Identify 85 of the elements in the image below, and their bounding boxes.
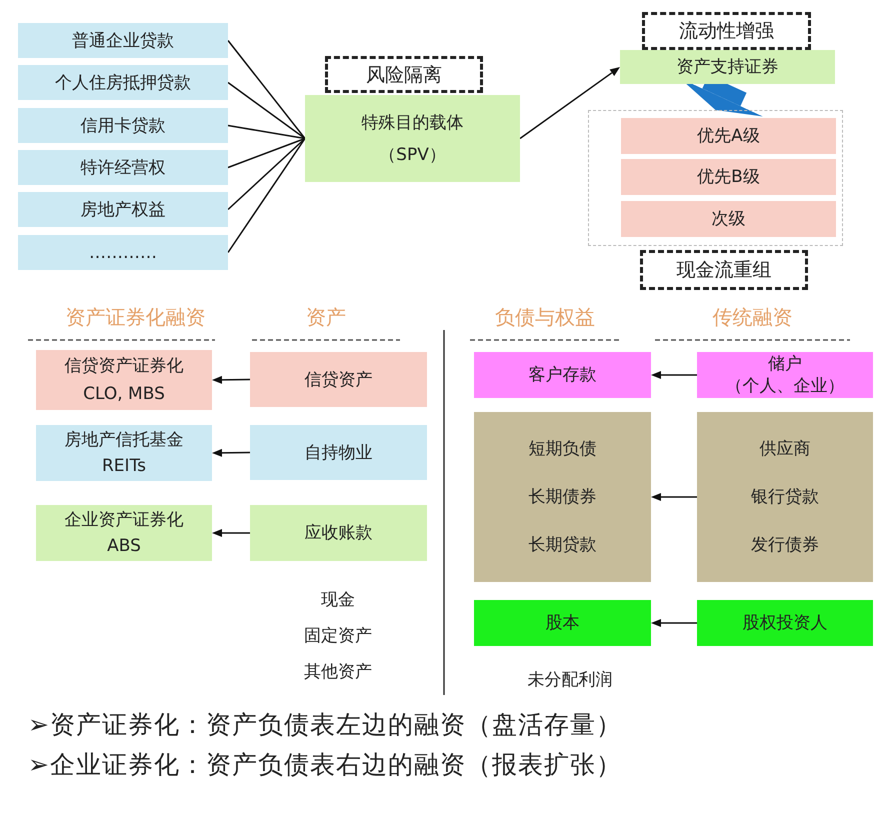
connector-line [228, 124, 306, 140]
box-label: 优先B级 [697, 166, 760, 188]
arrow [520, 67, 620, 140]
process-box [250, 352, 427, 407]
box-label: 短期负债 [528, 438, 596, 460]
box-label: 长期债券 [528, 486, 596, 508]
tranche-box [621, 201, 836, 237]
box-label: 信贷资产证券化 [64, 355, 184, 378]
box-label: 信用卡贷款 [80, 114, 166, 136]
process-box [474, 600, 651, 646]
list-box [18, 235, 228, 270]
box-label: 银行贷款 [751, 486, 819, 508]
box-label: 自持物业 [304, 442, 372, 464]
box-label: 储户 [768, 352, 802, 375]
process-box [250, 505, 427, 561]
box-label: 长期贷款 [528, 534, 596, 556]
connector-line [228, 138, 306, 210]
bullet-text: ➢资产证券化：资产负债表左边的融资（盘活存量） [28, 709, 623, 741]
text-label: 固定资产 [303, 625, 373, 647]
process-box [697, 352, 873, 398]
box-label: 客户存款 [528, 364, 596, 386]
dashed-box [642, 12, 811, 50]
bullet-text: ➢企业证券化：资产负债表右边的融资（报表扩张） [28, 749, 623, 781]
text-label: 其他资产 [303, 661, 373, 683]
connector-line [227, 40, 306, 139]
process-box [305, 95, 520, 182]
process-box [474, 352, 651, 398]
box-label: 资产支持证券 [676, 56, 778, 78]
process-box [250, 425, 427, 480]
box-label: 风险隔离 [366, 64, 442, 86]
arrow [651, 493, 697, 501]
box-label: 特殊目的载体 [362, 112, 464, 134]
box-label: 股本 [546, 612, 580, 634]
box-label: 企业资产证券化 [64, 509, 184, 531]
box-label: 应收账款 [304, 522, 372, 544]
arrow [651, 619, 697, 627]
connector-line [227, 138, 306, 253]
process-box [36, 425, 212, 481]
arrow [212, 529, 250, 537]
box-label: REITs [102, 455, 146, 477]
box-label: CLO, MBS [83, 382, 165, 405]
list-box [18, 150, 228, 185]
box-label: 普通企业贷款 [72, 30, 174, 52]
box-label: 房地产权益 [80, 198, 166, 220]
tranche-box [621, 118, 836, 154]
process-box [697, 412, 873, 582]
arrow [212, 448, 250, 457]
list-box [18, 65, 228, 100]
connector-line [228, 82, 306, 140]
box-label: 信贷资产 [304, 368, 372, 390]
box-label: 股权投资人 [742, 612, 828, 634]
connector-line [228, 138, 306, 168]
box-label: 供应商 [760, 438, 810, 460]
box-label: ………… [89, 242, 157, 264]
tranche-box [621, 159, 836, 195]
box-label: 房地产信托基金 [64, 429, 184, 451]
box-label: 现金流重组 [676, 259, 772, 281]
column-heading: 负债与权益 [494, 304, 596, 331]
list-box [18, 192, 228, 227]
box-label: （个人、企业） [726, 375, 844, 398]
box-label: 发行债券 [751, 534, 819, 556]
process-box [620, 50, 835, 84]
box-label: 次级 [712, 208, 746, 230]
box-label: （SPV） [379, 144, 446, 166]
box-label: 流动性增强 [679, 20, 774, 42]
box-label: 优先A级 [697, 125, 760, 147]
dotted-frame [588, 110, 843, 246]
column-heading: 资产证券化融资 [64, 304, 206, 331]
column-heading: 资产 [305, 304, 347, 331]
list-box [18, 23, 228, 58]
arrow [651, 371, 697, 379]
process-box [697, 600, 873, 646]
process-box [474, 412, 651, 582]
box-label: 特许经营权 [80, 156, 166, 178]
arrow [212, 376, 250, 384]
dashed-box [325, 56, 483, 93]
list-box [18, 108, 228, 143]
box-label: 个人住房抵押贷款 [55, 72, 191, 94]
text-label: 现金 [320, 589, 356, 611]
dashed-box [640, 250, 808, 290]
box-label: ABS [107, 535, 141, 557]
text-label: 未分配利润 [526, 669, 614, 691]
process-box [36, 350, 212, 410]
process-box [36, 505, 212, 561]
column-heading: 传统融资 [712, 304, 794, 331]
